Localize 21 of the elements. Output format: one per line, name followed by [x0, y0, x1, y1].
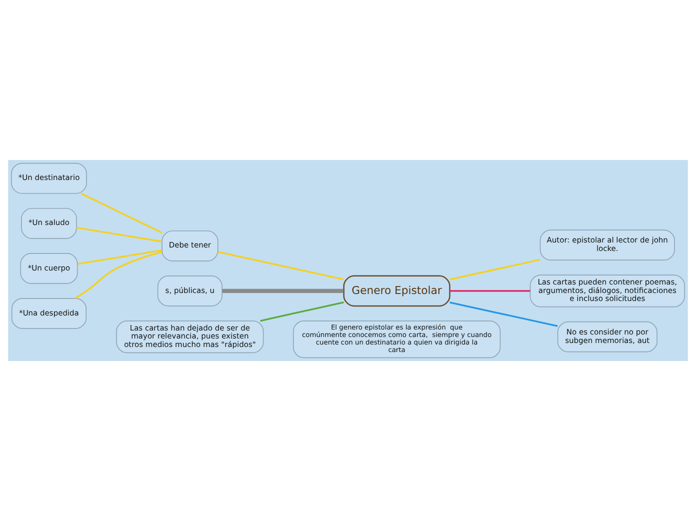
node-box: *Un cuerpo [20, 252, 78, 284]
node-box: Debe tener [162, 230, 218, 261]
node-box: *Una despedida [11, 298, 87, 328]
node-box: Las cartas pueden contener poemas, argumentos, diálogos, notificaciones e incluso solicitudes [530, 274, 685, 307]
connector [80, 192, 162, 233]
node-box: No es consider no por subgen memorias, aut [557, 320, 658, 352]
connector [450, 290, 530, 292]
node-box: *Un saludo [21, 207, 77, 238]
node-box: s, públicas, u [157, 275, 222, 306]
connector [222, 288, 344, 293]
node-box: Genero Epistolar [343, 274, 450, 306]
connector [450, 301, 558, 326]
connector [76, 226, 162, 242]
connector [78, 249, 162, 264]
connector [74, 250, 162, 298]
connector [218, 250, 344, 280]
node-box: Autor: epistolar al lector de john locke. [540, 229, 675, 260]
node-box: Las cartas han dejado de ser de mayor relevancia, pues existen otros medios mucho mas "rápidos" [116, 320, 264, 353]
node-box: *Un destinatario [11, 162, 87, 194]
connector [450, 258, 540, 280]
connector [260, 301, 344, 322]
